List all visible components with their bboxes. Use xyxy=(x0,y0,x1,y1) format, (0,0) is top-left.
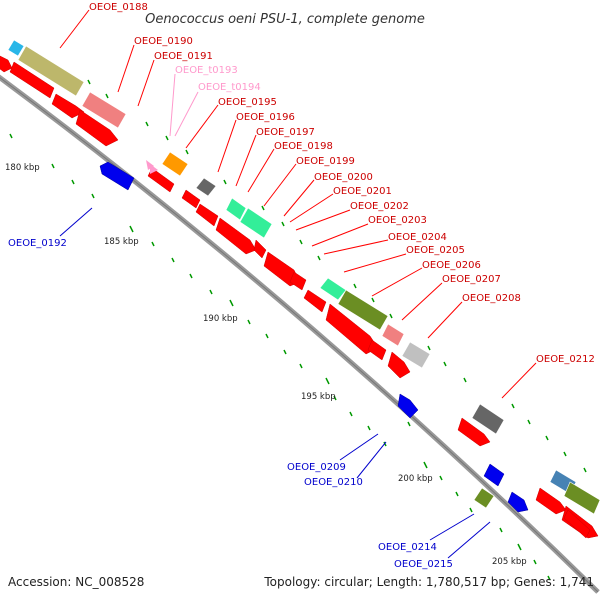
label-oeoe-0205[interactable]: OEOE_0205 xyxy=(406,245,465,256)
gene-feature[interactable] xyxy=(563,509,591,539)
cog-box-silver[interactable] xyxy=(401,341,431,369)
cog-box-olive[interactable] xyxy=(563,481,600,515)
cog-box-olive-inner[interactable] xyxy=(473,487,495,509)
gene-feature[interactable] xyxy=(75,109,119,147)
gene-feature[interactable] xyxy=(253,239,267,259)
label-oeoe-0207[interactable]: OEOE_0207 xyxy=(442,274,501,285)
label-oeoe-0204[interactable]: OEOE_0204 xyxy=(388,232,447,243)
gene-feature[interactable] xyxy=(483,463,505,487)
cog-box-sky[interactable] xyxy=(7,39,25,57)
gene-feature[interactable] xyxy=(397,393,419,419)
label-oeoe-0192[interactable]: OEOE_0192 xyxy=(8,238,67,249)
gene-feature[interactable] xyxy=(535,487,567,515)
rna-features xyxy=(146,160,158,174)
reverse-strand-genes xyxy=(99,161,529,513)
cog-box-spring[interactable] xyxy=(225,197,247,221)
accession-text: Accession: NC_008528 xyxy=(8,575,144,589)
gene-feature[interactable] xyxy=(367,339,387,361)
label-oeoe-0188[interactable]: OEOE_0188 xyxy=(89,2,148,13)
label-oeoe-0191[interactable]: OEOE_0191 xyxy=(154,51,213,62)
label-oeoe-0209[interactable]: OEOE_0209 xyxy=(287,462,346,473)
scale-label-195: 195 kbp xyxy=(301,392,336,402)
label-oeoe-0212[interactable]: OEOE_0212 xyxy=(536,354,595,365)
scale-label-185: 185 kbp xyxy=(104,237,139,247)
scale-label-180: 180 kbp xyxy=(5,163,40,173)
label-oeoe-0214[interactable]: OEOE_0214 xyxy=(378,542,437,553)
gene-labels: OEOE_0188 OEOE_0190 OEOE_0191 OEOE_t0193… xyxy=(8,2,595,570)
scale-ticks xyxy=(9,79,587,581)
gene-feature[interactable] xyxy=(289,271,307,291)
gene-feature[interactable] xyxy=(303,289,327,313)
label-oeoe-0208[interactable]: OEOE_0208 xyxy=(462,293,521,304)
cog-box-khaki[interactable] xyxy=(17,45,85,97)
label-oeoe-0195[interactable]: OEOE_0195 xyxy=(218,97,277,108)
label-oeoe-0197[interactable]: OEOE_0197 xyxy=(256,127,315,138)
gene-feature[interactable] xyxy=(195,203,219,227)
map-title: Oenococcus oeni PSU-1, complete genome xyxy=(145,12,425,27)
cog-box-olive[interactable] xyxy=(337,289,389,331)
gene-feature[interactable] xyxy=(507,491,529,513)
rna-feature[interactable] xyxy=(150,164,158,174)
label-oeoe-0206[interactable]: OEOE_0206 xyxy=(422,260,481,271)
gene-feature[interactable] xyxy=(215,217,257,255)
label-oeoe-0202[interactable]: OEOE_0202 xyxy=(350,201,409,212)
cog-box-spring[interactable] xyxy=(319,277,347,301)
gene-feature[interactable] xyxy=(0,55,13,73)
cog-features xyxy=(7,39,600,515)
scale-label-200: 200 kbp xyxy=(398,474,433,484)
label-oeoe-0203[interactable]: OEOE_0203 xyxy=(368,215,427,226)
label-oeoe-0215[interactable]: OEOE_0215 xyxy=(394,559,453,570)
label-oeoe-t0193[interactable]: OEOE_t0193 xyxy=(175,65,238,76)
cog-box-salmon[interactable] xyxy=(381,323,405,347)
label-oeoe-0200[interactable]: OEOE_0200 xyxy=(314,172,373,183)
label-leaders xyxy=(59,9,537,559)
topology-text: Topology: circular; Length: 1,780,517 bp… xyxy=(263,575,594,589)
label-oeoe-0190[interactable]: OEOE_0190 xyxy=(134,36,193,47)
scale-label-205: 205 kbp xyxy=(492,557,527,567)
label-oeoe-0198[interactable]: OEOE_0198 xyxy=(274,141,333,152)
label-oeoe-0199[interactable]: OEOE_0199 xyxy=(296,156,355,167)
cog-box-orange[interactable] xyxy=(161,151,189,177)
gene-feature[interactable] xyxy=(9,61,55,99)
label-oeoe-0196[interactable]: OEOE_0196 xyxy=(236,112,295,123)
label-oeoe-0210[interactable]: OEOE_0210 xyxy=(304,477,363,488)
gene-feature[interactable] xyxy=(181,189,201,209)
gene-feature[interactable] xyxy=(99,161,135,191)
cog-box-grey[interactable] xyxy=(471,403,505,435)
cog-box-salmon[interactable] xyxy=(81,91,127,129)
forward-strand-genes xyxy=(0,55,599,539)
gene-feature[interactable] xyxy=(51,93,85,119)
label-oeoe-t0194[interactable]: OEOE_t0194 xyxy=(198,82,261,93)
gene-feature[interactable] xyxy=(457,417,491,447)
gene-feature[interactable] xyxy=(147,167,175,193)
cog-box-spring[interactable] xyxy=(239,207,273,239)
scale-labels: 180 kbp 185 kbp 190 kbp 195 kbp 200 kbp … xyxy=(5,163,527,567)
label-oeoe-0201[interactable]: OEOE_0201 xyxy=(333,186,392,197)
cog-box-grey[interactable] xyxy=(195,177,217,197)
backbone-arc-inner xyxy=(0,77,599,593)
gene-feature[interactable] xyxy=(387,351,411,379)
scale-label-190: 190 kbp xyxy=(203,314,238,324)
